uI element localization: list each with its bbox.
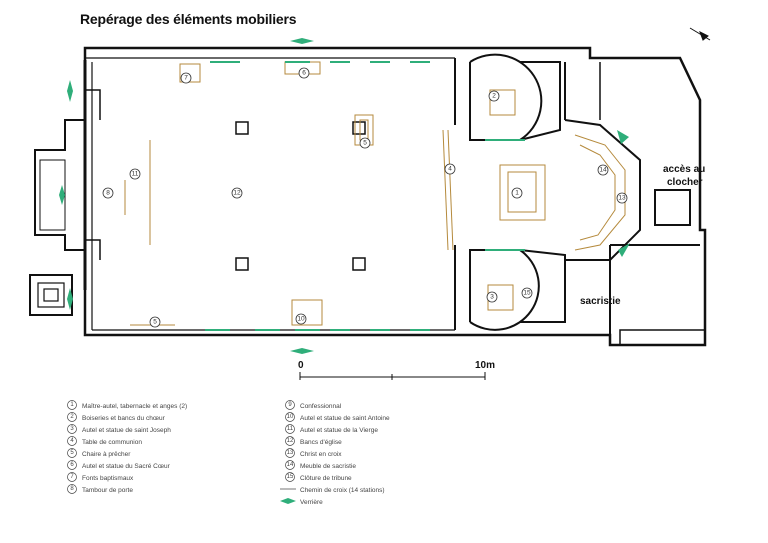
marker-8 — [102, 187, 114, 199]
entrance-markers — [59, 38, 630, 354]
legend-chemin-de-croix: Chemin de croix (14 stations) — [300, 487, 385, 494]
marker-12 — [231, 187, 243, 199]
marker-15 — [521, 287, 533, 299]
marker-4-label: 4 — [448, 166, 452, 173]
marker-15-label: 15 — [523, 290, 531, 297]
legend-n-3: 3 — [70, 426, 74, 432]
marker-11 — [129, 168, 141, 180]
legend-text-4: Table de communion — [82, 439, 142, 446]
legend-text-9: Confessionnal — [300, 403, 342, 410]
marker-14 — [597, 164, 609, 176]
marker-2 — [488, 90, 500, 102]
legend-n-4: 4 — [70, 438, 74, 444]
pillars — [235, 121, 366, 271]
legend-n-6: 6 — [70, 462, 74, 468]
legend-left: 1 Maître-autel, tabernacle et anges (2) … — [67, 400, 187, 494]
marker-5b — [149, 316, 161, 328]
marker-5 — [359, 137, 371, 149]
scale-start-label: 0 — [298, 360, 304, 371]
marker-8-label: 8 — [106, 190, 110, 197]
marker-11-label: 11 — [132, 171, 139, 178]
legend-text-6: Autel et statue du Sacré Cœur — [82, 463, 171, 470]
legend-text-15: Clôture de tribune — [300, 475, 352, 482]
legend-text-12: Bancs d'église — [300, 439, 342, 446]
legend-verriere: Verrière — [300, 499, 323, 506]
windows — [205, 61, 525, 331]
acces-clocher-line2: clocher — [667, 177, 703, 188]
legend-n-10: 10 — [287, 414, 294, 420]
verriere-icon — [280, 498, 296, 504]
legend-n-1: 1 — [70, 402, 74, 408]
legend-n-15: 15 — [287, 474, 294, 480]
legend-n-7: 7 — [70, 474, 74, 480]
marker-13-label: 13 — [618, 195, 626, 202]
marker-4 — [444, 163, 456, 175]
legend-text-2: Boiseries et bancs du chœur — [82, 415, 166, 422]
furniture — [124, 61, 626, 326]
marker-5b-label: 5 — [153, 319, 157, 326]
legend-n-14: 14 — [287, 462, 294, 468]
legend-n-11: 11 — [287, 426, 294, 432]
legend-text-8: Tambour de porte — [82, 487, 133, 494]
number-marker-labels: 1 2 3 4 5 5 6 7 8 10 11 12 13 14 15 11 — [106, 70, 626, 326]
marker-10 — [295, 313, 307, 325]
legend-n-13: 13 — [287, 450, 294, 456]
legend-n-12: 12 — [287, 438, 294, 444]
legend-n-8: 8 — [70, 486, 74, 492]
legend-text-1: Maître-autel, tabernacle et anges (2) — [82, 403, 187, 410]
marker-3 — [486, 291, 498, 303]
acces-clocher-line1: accès au — [663, 164, 705, 175]
marker-7 — [180, 72, 192, 84]
legend-text-3: Autel et statue de saint Joseph — [82, 427, 171, 434]
marker-7-label: 7 — [184, 75, 188, 82]
marker-5-label: 5 — [363, 140, 367, 147]
marker-12-label: 12 — [233, 190, 241, 197]
sacristie-label: sacristie — [580, 296, 621, 307]
marker-1 — [511, 187, 523, 199]
marker-6 — [298, 67, 310, 79]
legend-text-11: Autel et statue de la Vierge — [300, 427, 378, 434]
legend-right: 9 Confessionnal 10 Autel et statue de sa… — [280, 400, 390, 506]
scale-end-label: 10m — [475, 360, 495, 371]
legend-text-5: Chaire à prêcher — [82, 451, 131, 458]
marker-14-label: 14 — [599, 167, 607, 174]
legend-n-9: 9 — [288, 402, 292, 408]
legend-text-13: Christ en croix — [300, 451, 342, 458]
plan-title: Repérage des éléments mobiliers — [80, 11, 297, 27]
marker-6-label: 6 — [302, 70, 306, 77]
legend-n-2: 2 — [70, 414, 74, 420]
scale-bar: 0 10m — [298, 360, 495, 380]
marker-2-label: 2 — [492, 93, 496, 100]
legend-text-7: Fonts baptismaux — [82, 475, 134, 482]
legend-n-5: 5 — [70, 450, 74, 456]
marker-1-label: 1 — [515, 190, 519, 197]
legend-text-10: Autel et statue de saint Antoine — [300, 415, 390, 422]
number-markers — [102, 67, 628, 328]
marker-13 — [616, 192, 628, 204]
marker-10-label: 10 — [297, 316, 305, 323]
legend-text-14: Meuble de sacristie — [300, 463, 356, 470]
marker-3-label: 3 — [490, 294, 494, 301]
north-arrow-icon — [689, 27, 711, 41]
